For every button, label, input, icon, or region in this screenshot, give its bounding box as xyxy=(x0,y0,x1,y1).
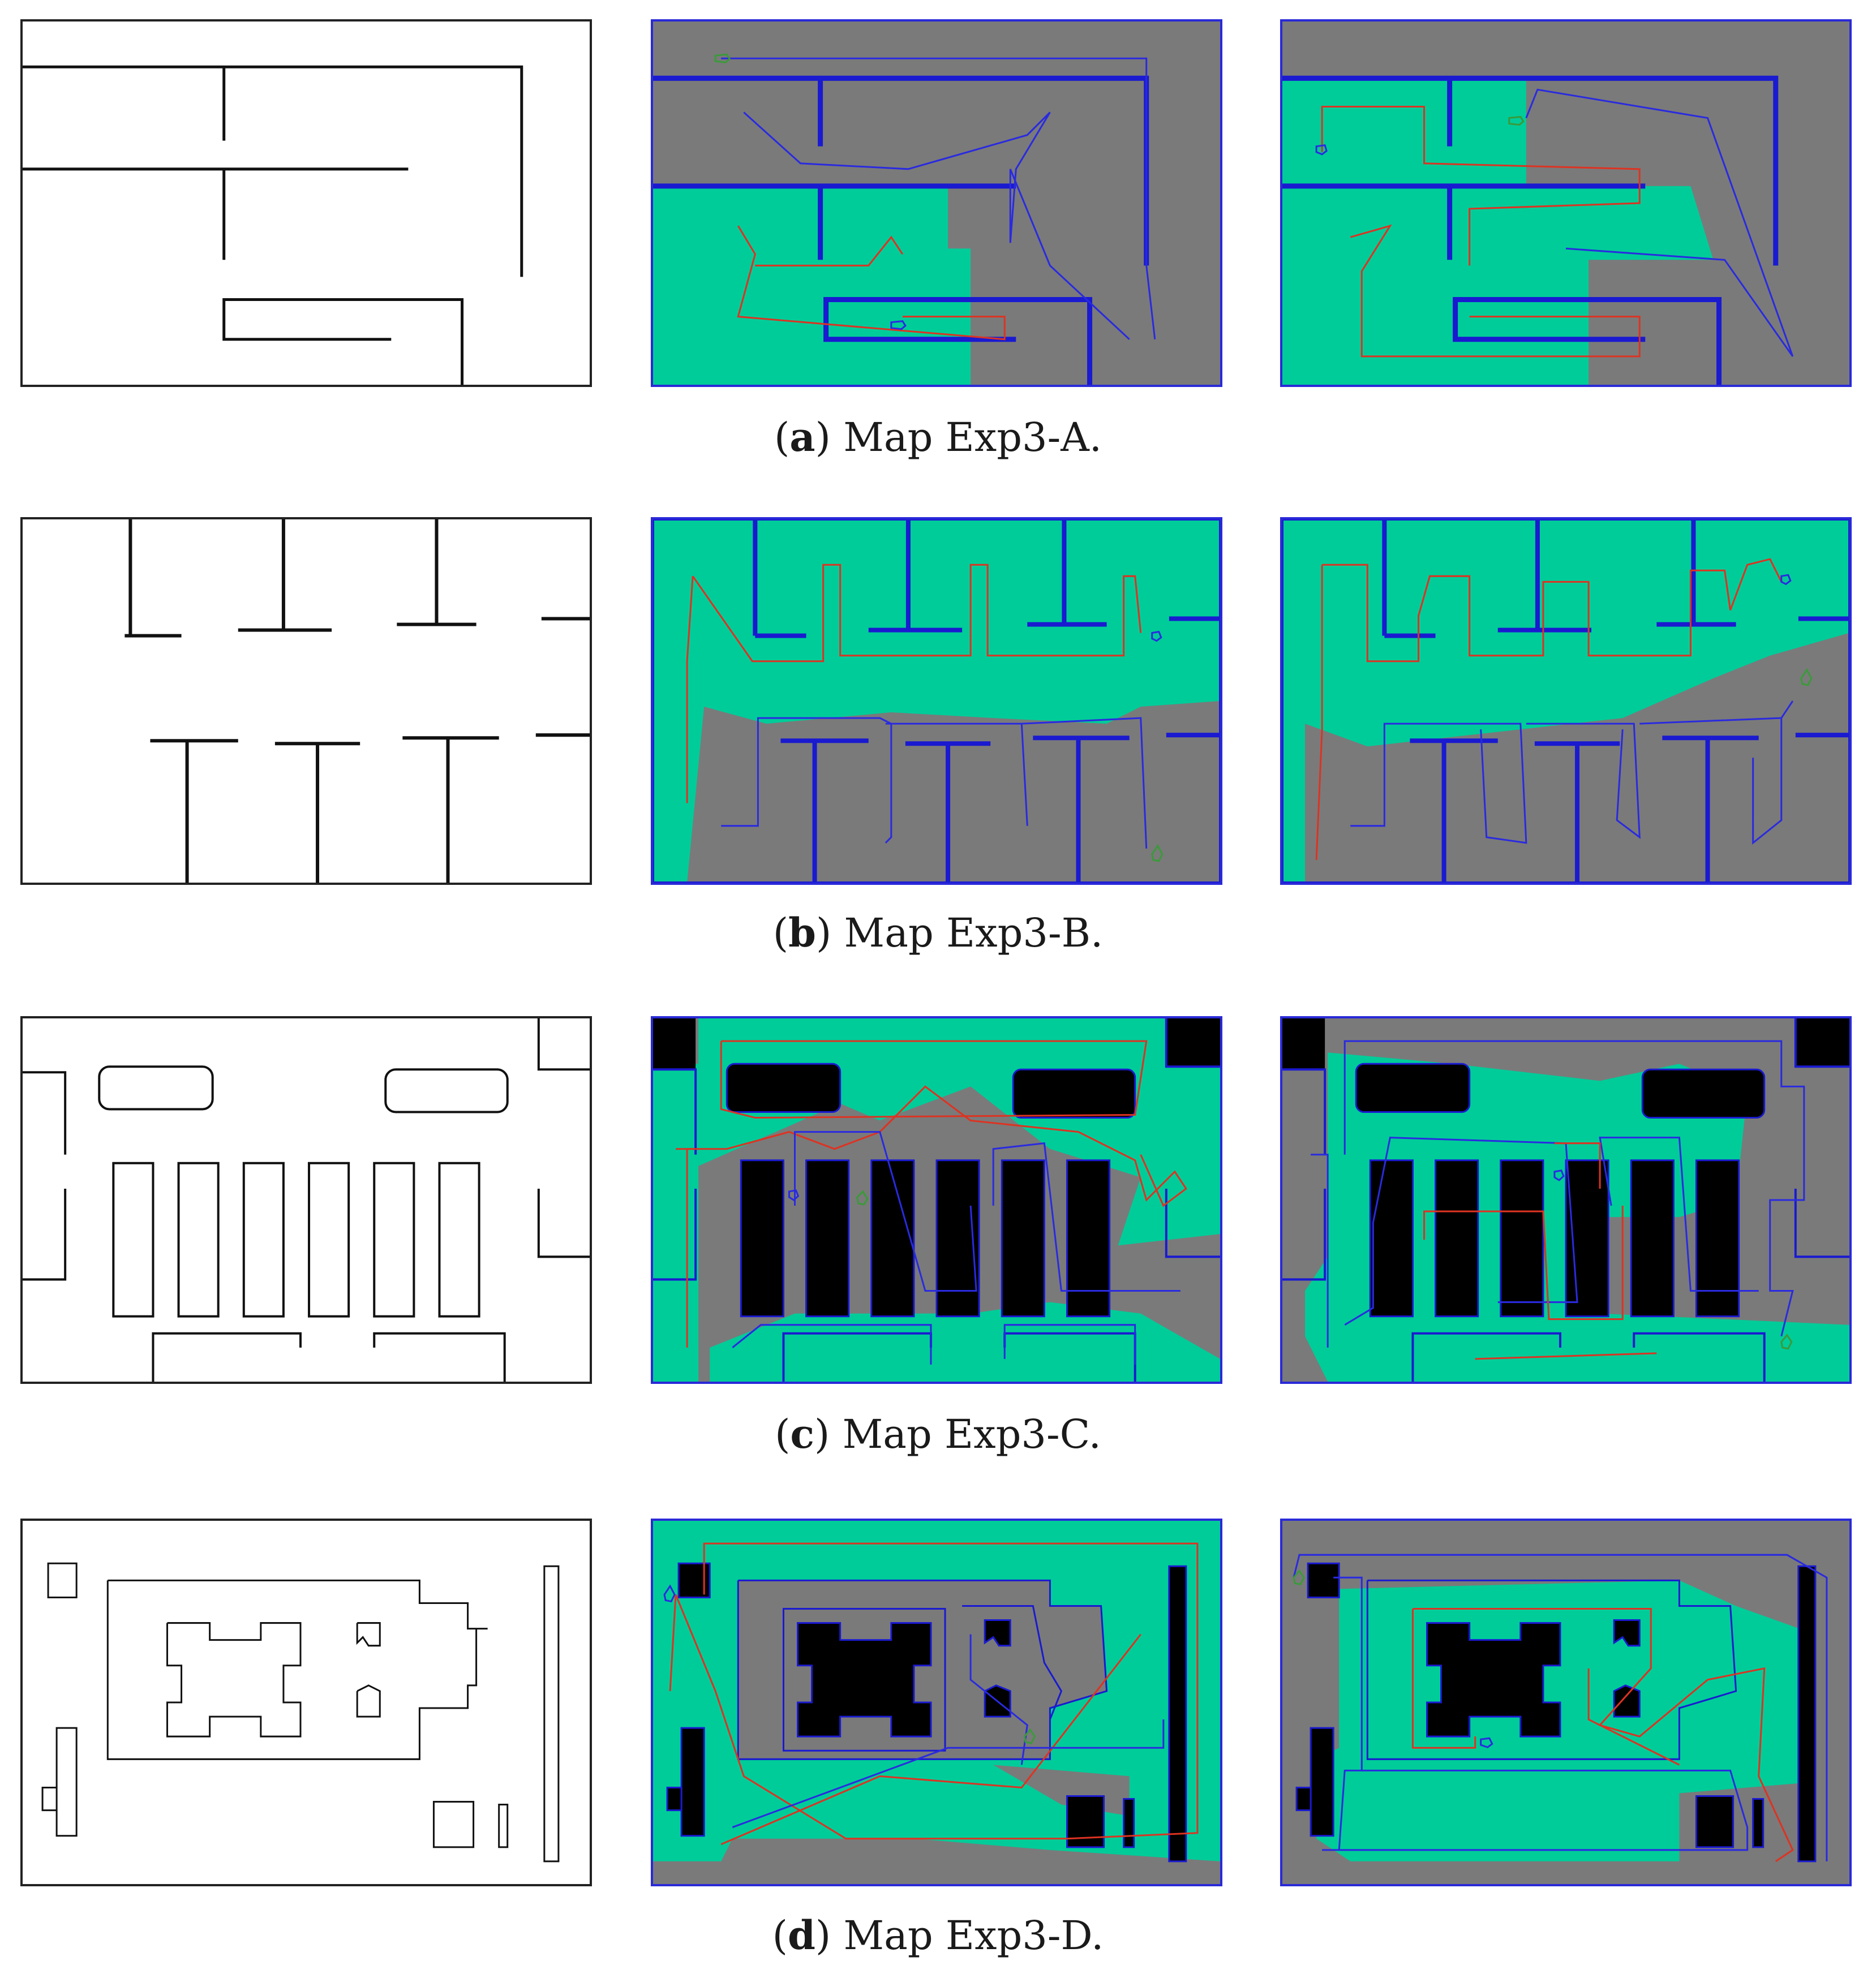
caption-c-text: Map Exp3-C. xyxy=(842,1411,1101,1457)
map-d-result-1 xyxy=(651,1519,1222,1886)
caption-b-text: Map Exp3-B. xyxy=(844,910,1104,956)
caption-a: (a) Map Exp3-A. xyxy=(774,414,1102,461)
map-c-result-2 xyxy=(1280,1016,1852,1384)
map-c-layout xyxy=(20,1016,592,1384)
caption-d-text: Map Exp3-D. xyxy=(843,1912,1104,1959)
caption-c-letter: c xyxy=(790,1410,814,1457)
map-b-layout xyxy=(20,517,592,885)
map-b-result-1 xyxy=(651,517,1222,885)
map-a-result-1 xyxy=(651,19,1222,387)
map-d-result-2 xyxy=(1280,1519,1852,1886)
map-b-result-2 xyxy=(1280,517,1852,885)
map-c-result-1 xyxy=(651,1016,1222,1384)
map-a-layout xyxy=(20,19,592,387)
caption-d: (d) Map Exp3-D. xyxy=(772,1912,1104,1959)
caption-b-letter: b xyxy=(788,909,816,956)
caption-a-text: Map Exp3-A. xyxy=(843,414,1102,461)
caption-a-letter: a xyxy=(789,414,815,461)
map-a-result-2 xyxy=(1280,19,1852,387)
map-d-layout xyxy=(20,1519,592,1886)
caption-b: (b) Map Exp3-B. xyxy=(772,909,1104,956)
caption-d-letter: d xyxy=(787,1912,815,1959)
caption-c: (c) Map Exp3-C. xyxy=(775,1410,1101,1457)
